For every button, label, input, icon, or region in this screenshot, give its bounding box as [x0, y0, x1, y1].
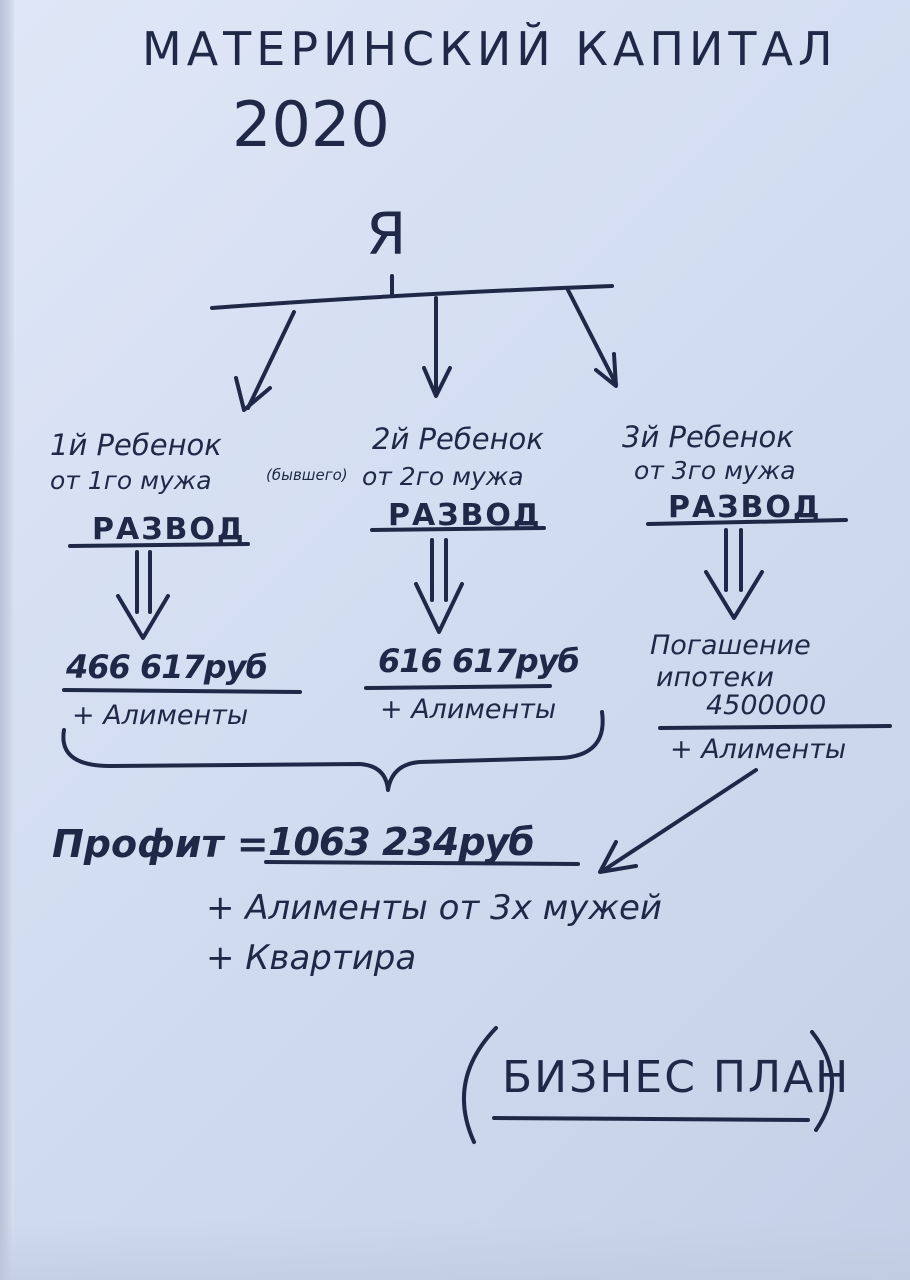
arrow-to-profit: [602, 768, 758, 872]
branch-3-result-line2: ипотеки: [656, 662, 774, 693]
divorce-underline-1: [68, 542, 250, 548]
divorce-underline-3: [646, 518, 848, 526]
branch-1-event: РАЗВОД: [92, 512, 246, 547]
branch-2-extra: + Алименты: [380, 694, 557, 725]
profit-extra-apartment: + Квартира: [206, 938, 417, 978]
tree-bar: [210, 284, 614, 310]
double-arrow-2: [414, 538, 464, 634]
arrow-left: [246, 310, 296, 410]
branch-1-extra: + Алименты: [72, 700, 249, 731]
plan-underline: [492, 1116, 810, 1122]
diagram-year: 2020: [232, 88, 390, 161]
branch-1-father-note: (бывшего): [266, 466, 348, 484]
branch-3-father: от 3го мужа: [634, 456, 796, 485]
branch-3-result-line3: 4500000: [706, 690, 827, 721]
paper-shadow: [0, 1220, 910, 1280]
arrow-left-head: [234, 376, 272, 412]
paper-edge: [0, 0, 14, 1280]
branch-3-child: 3й Ребенок: [622, 420, 794, 454]
double-arrow-1: [116, 550, 170, 640]
divorce-underline-2: [370, 526, 546, 532]
result-underline-2: [364, 684, 552, 690]
branch-1-father: от 1го мужа: [50, 466, 212, 495]
diagram-title: МАТЕРИНСКИЙ КАПИТАЛ: [142, 22, 838, 76]
arrow-right: [566, 288, 618, 386]
double-arrow-3: [704, 528, 764, 620]
profit-label: Профит =: [52, 822, 269, 866]
branch-2-result: 616 617руб: [378, 642, 580, 680]
branch-3-result-line1: Погашение: [650, 630, 811, 661]
plan-paren-left: [462, 1026, 498, 1144]
arrow-to-profit-head: [598, 840, 638, 874]
profit-value: 1063 234руб: [268, 820, 535, 864]
curly-brace: [61, 710, 605, 792]
branch-3-event: РАЗВОД: [668, 490, 822, 525]
branch-2-father: от 2го мужа: [362, 462, 524, 491]
plan-paren-right: [810, 1030, 835, 1132]
branch-1-result: 466 617руб: [66, 648, 268, 686]
result-underline-1: [62, 688, 302, 694]
result-underline-3: [658, 724, 892, 730]
branch-2-event: РАЗВОД: [388, 498, 542, 533]
profit-extra-alimony: + Алименты от 3х мужей: [206, 888, 663, 928]
branch-3-extra: + Алименты: [670, 734, 847, 765]
business-plan-label: БИЗНЕС ПЛАН: [502, 1052, 851, 1103]
root-node: Я: [366, 200, 407, 268]
branch-1-child: 1й Ребенок: [50, 428, 222, 462]
profit-underline: [264, 860, 580, 866]
branch-2-child: 2й Ребенок: [372, 422, 544, 456]
arrow-right-head: [594, 352, 618, 388]
arrow-middle-head: [422, 366, 452, 398]
